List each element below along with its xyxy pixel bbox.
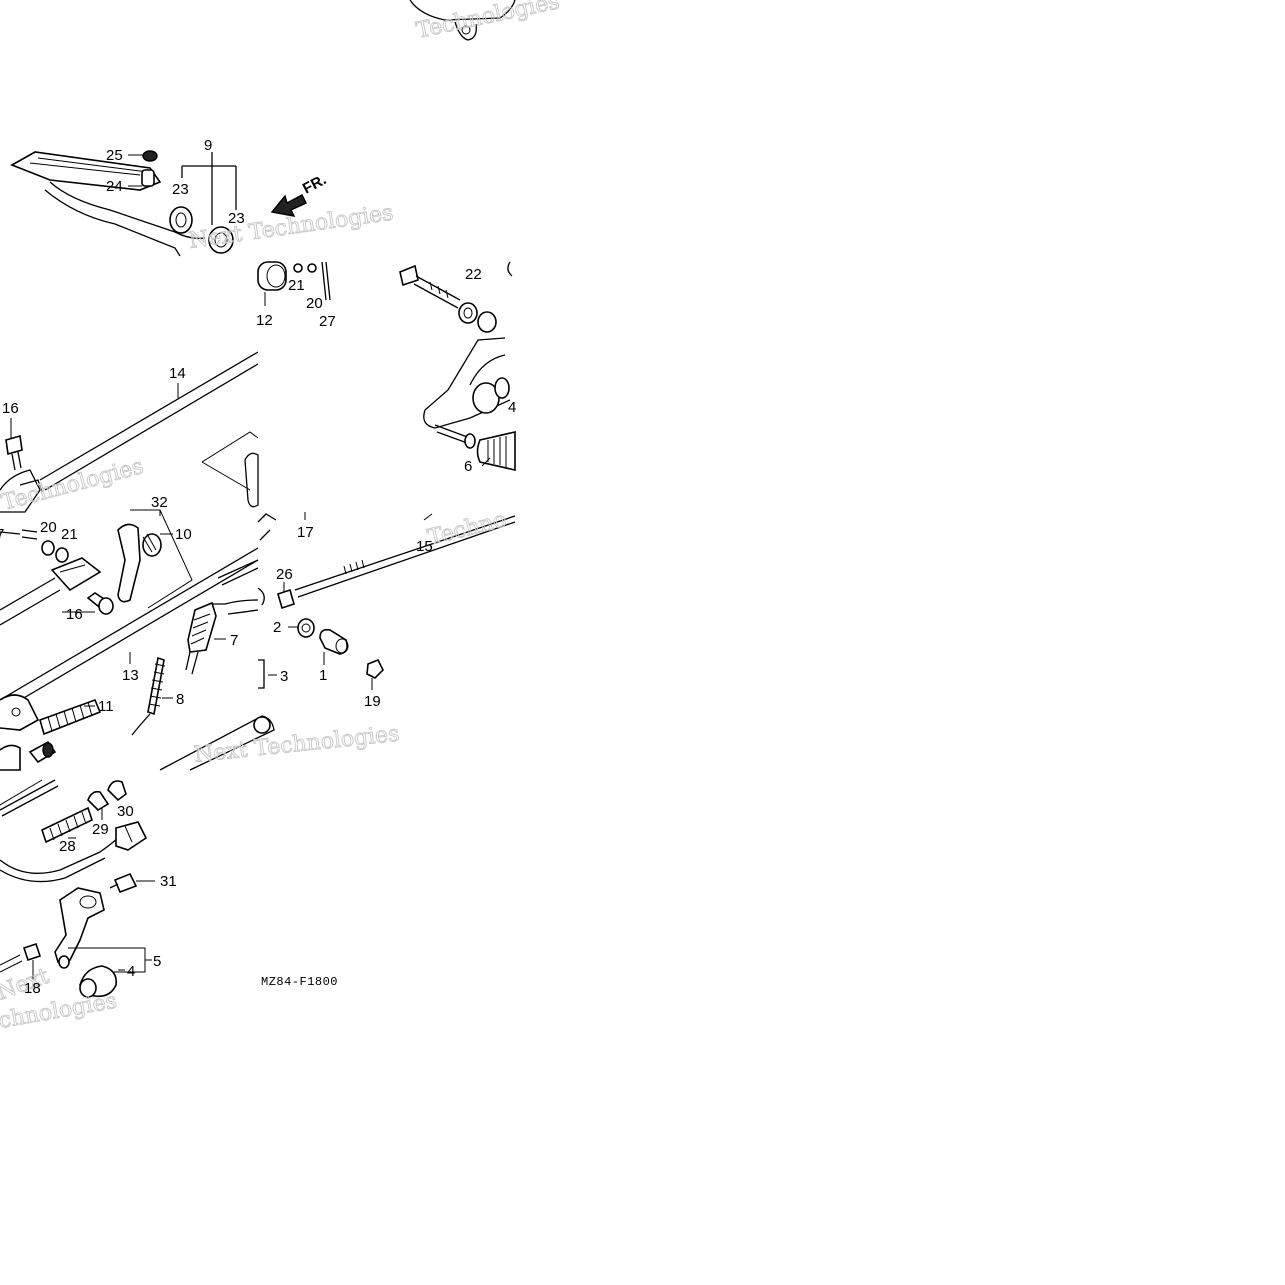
part-label: 19 xyxy=(364,693,381,710)
part-label: 30 xyxy=(117,803,134,820)
part-label: 31 xyxy=(160,873,177,890)
side-stand-arm xyxy=(54,887,105,963)
part-label: 17 xyxy=(297,524,314,541)
watermark-text: Techno xyxy=(425,507,509,551)
part-label: 32 xyxy=(151,494,168,511)
part-label: 7 xyxy=(0,526,4,543)
arm-10 xyxy=(117,523,141,603)
part-label: 14 xyxy=(169,365,186,382)
front-arrow xyxy=(270,194,307,217)
watermark-text: Technologies xyxy=(0,454,146,516)
part-label: 29 xyxy=(92,821,109,838)
part-label: 5 xyxy=(153,953,161,970)
stop-switch xyxy=(187,601,217,653)
leader-lines xyxy=(10,383,491,980)
part-label: 21 xyxy=(288,277,305,294)
part-label: 9 xyxy=(204,137,212,154)
part-label: 25 xyxy=(106,147,123,164)
bolt xyxy=(141,169,155,187)
part-label: 20 xyxy=(306,295,323,312)
part-label: 6 xyxy=(464,458,472,475)
watermark-text: Next Technologies xyxy=(193,722,401,768)
part-label: 24 xyxy=(106,178,123,195)
part-label: 7 xyxy=(230,632,238,649)
seal xyxy=(169,206,193,234)
bushing xyxy=(257,261,287,291)
drawing-code: MZ84-F1800 xyxy=(261,975,338,989)
part-label: 21 xyxy=(61,526,78,543)
part-label: 15 xyxy=(416,538,433,555)
bolt-head xyxy=(399,264,419,287)
part-label: 16 xyxy=(2,400,19,417)
brake-pedal xyxy=(10,151,206,257)
part-label: 23 xyxy=(228,210,245,227)
part-label: 23 xyxy=(172,181,189,198)
part-label: 11 xyxy=(98,698,114,715)
part-label: 13 xyxy=(122,667,139,684)
part-label: 18 xyxy=(24,980,41,997)
panel-gaps xyxy=(258,0,515,258)
part-label: 2 xyxy=(273,619,281,636)
part-label: 28 xyxy=(59,838,76,855)
part-label: 16 xyxy=(66,606,83,623)
part-label: 4 xyxy=(127,963,135,980)
part-label: 20 xyxy=(40,519,57,536)
part-label: 8 xyxy=(176,691,184,708)
part-label: 22 xyxy=(465,266,482,283)
washer xyxy=(142,150,158,162)
part-label: 3 xyxy=(280,668,288,685)
clevis xyxy=(50,557,102,592)
part-label: 4 xyxy=(508,399,516,416)
part-label: 26 xyxy=(276,566,293,583)
part-label: 27 xyxy=(319,313,336,330)
connector xyxy=(115,821,148,851)
part-label: 12 xyxy=(256,312,273,329)
part-labels: 25 24 23 9 23 21 20 27 12 22 14 16 32 10… xyxy=(0,137,516,997)
part-label: 10 xyxy=(175,526,192,543)
part-label: 1 xyxy=(319,667,327,684)
